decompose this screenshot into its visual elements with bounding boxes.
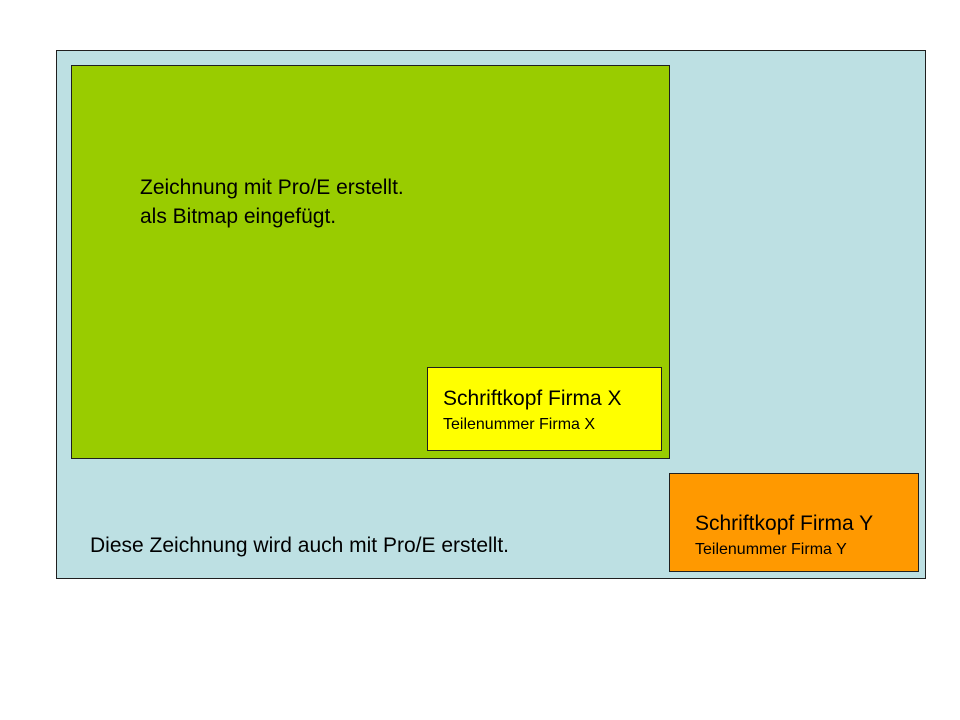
titleblock-x-title: Schriftkopf Firma X [443,387,622,410]
inner-drawing-caption-line-1: Zeichnung mit Pro/E erstellt. [140,176,404,199]
titleblock-y-part-number: Teilenummer Firma Y [695,541,847,558]
inner-drawing-caption-line-2: als Bitmap eingefügt. [140,205,337,228]
inner-drawing-caption: Zeichnung mit Pro/E erstellt. als Bitmap… [140,173,404,231]
outer-sheet-note: Diese Zeichnung wird auch mit Pro/E erst… [90,534,510,557]
titleblock-x-part-number: Teilenummer Firma X [443,416,596,433]
titleblock-company-x: Schriftkopf Firma X Teilenummer Firma X [427,367,662,451]
titleblock-y-title: Schriftkopf Firma Y [695,512,874,535]
titleblock-company-y: Schriftkopf Firma Y Teilenummer Firma Y [669,473,919,572]
